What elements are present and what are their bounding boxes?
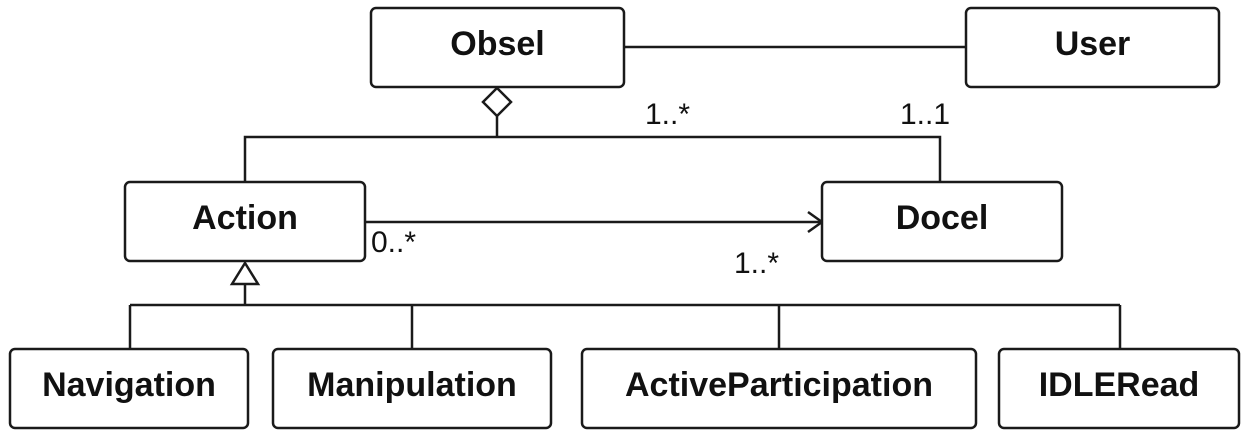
multiplicity-label: 1..* <box>645 98 690 131</box>
class-name: Obsel <box>450 25 544 63</box>
class-name: Manipulation <box>307 366 517 404</box>
multiplicity-label: 1..* <box>734 247 779 280</box>
multiplicity-label: 1..1 <box>900 98 950 131</box>
class-idle-read: IDLERead <box>997 347 1241 430</box>
aggregation-diamond-icon <box>481 86 513 118</box>
class-name: Navigation <box>42 366 216 404</box>
class-active-participation: ActiveParticipation <box>580 347 978 430</box>
class-name: Docel <box>896 199 989 237</box>
class-name: Action <box>192 199 298 237</box>
class-manipulation: Manipulation <box>271 347 553 430</box>
class-navigation: Navigation <box>8 347 250 430</box>
class-name: ActiveParticipation <box>625 366 933 404</box>
class-action: Action <box>123 180 367 263</box>
multiplicity-label: 0..* <box>371 226 416 259</box>
class-name: IDLERead <box>1039 366 1200 404</box>
class-name: User <box>1055 25 1131 63</box>
obsel-aggregation-connector <box>243 116 942 182</box>
class-obsel: Obsel <box>369 6 626 89</box>
generalization-tree <box>128 284 1122 349</box>
class-user: User <box>964 6 1221 89</box>
class-docel: Docel <box>820 180 1064 263</box>
inheritance-triangle-icon <box>229 260 261 286</box>
